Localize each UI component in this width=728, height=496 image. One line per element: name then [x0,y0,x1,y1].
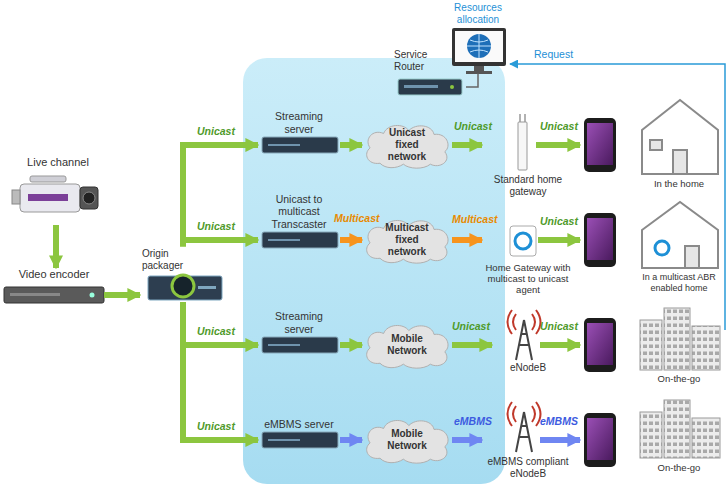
edge-label: Unicast [197,125,235,137]
stream-arrow [340,437,362,443]
link-line [466,74,478,87]
edge-label: Unicast [197,220,235,232]
stream-label: Unicast [540,320,578,332]
edge-label: Multicast [334,212,380,224]
node-label: Origin packager [142,248,192,272]
stream-label: Unicast [540,120,578,132]
node-label: Mobile Network [376,333,438,357]
phones [584,118,616,467]
mobile-user-box: On-the-go [634,398,724,475]
edge-label: Unicast [454,120,492,132]
node-label: Multicast fixed network [376,222,438,257]
cloud-shape [367,220,448,263]
stream-arrow [183,302,258,345]
home-box: In a multicast ABR enabled home [634,200,724,295]
stream-arrow [452,342,492,348]
gateway-box: Home Gateway with multicast to unicast a… [482,222,574,298]
server-box: Streaming server [258,310,340,354]
server-box: Unicast to multicast Transcaster [258,193,340,249]
request-line [510,64,725,330]
edge-label: Unicast [197,420,235,432]
stream-arrow [183,145,258,246]
stream-arrow [452,237,482,243]
edge-label: Unicast [197,325,235,337]
node-label: Unicast fixed network [376,127,438,162]
node-label: eNodeB [494,362,562,374]
network-cloud: Mobile Network [362,416,452,464]
edge-label: eMBMS [454,415,492,427]
stream-arrow [452,437,482,443]
node-label: Home Gateway with multicast to unicast a… [484,262,572,296]
stream-label: Unicast [540,215,578,227]
enodeb-tower [508,310,541,360]
request-label: Request [534,48,573,60]
node-label: eMBMS server [260,418,338,430]
stream-arrow [53,225,59,268]
packager-box: Origin packager [140,246,224,302]
stream-arrow [340,237,362,243]
node-label: eMBMS compliant eNodeB [484,456,572,480]
router-box: Service Router [392,49,466,97]
stream-arrow [340,342,362,348]
node-label: Streaming server [260,110,338,135]
edge-label: Unicast [452,320,490,332]
embms-tower [508,402,541,452]
node-label: On-the-go [636,462,722,473]
edge-label: Multicast [452,213,498,225]
cloud-shape [367,325,448,368]
packager-device [148,275,222,300]
encoder-device [4,287,104,303]
cloud-shape [367,125,448,168]
node-label: Streaming server [260,310,338,335]
node-label: Live channel [10,156,106,169]
agent-logo [655,241,669,255]
stream-arrow [183,240,258,246]
stream-arrow [104,292,140,298]
node-label: Mobile Network [376,428,438,452]
node-label: Standard home gateway [484,174,572,198]
stream-arrow [452,142,482,148]
node-label: Service Router [394,49,442,73]
server-rack-details [268,145,300,440]
stream-arrow [340,142,362,148]
home-gateway-icon [518,114,527,170]
network-cloud: Unicast fixed network [362,121,452,169]
server-box: Streaming server [258,110,340,154]
allocation-monitor-icon [452,28,506,74]
service-router-device [398,79,462,95]
node-label: Resources allocation [442,2,514,26]
network-cloud: Mobile Network [362,321,452,369]
mobile-user-box: On-the-go [634,305,724,386]
camera-icon [12,176,98,212]
core-region [243,58,505,484]
server-racks [262,137,338,448]
multicast-gateway-icon [510,226,536,256]
allocation-monitor: Resources allocation [440,2,516,74]
encoder-box: Video encoder [4,268,104,301]
node-label: Unicast to multicast Transcaster [260,193,338,230]
cloud-shape [367,420,448,463]
stream-arrow [183,302,258,440]
node-label: In the home [636,178,722,189]
enodeb-box: eMBMS compliant eNodeB [482,402,574,482]
server-box: eMBMS server [258,418,340,449]
node-label: Video encoder [6,268,102,281]
home-box: In the home [634,98,724,191]
source-camera: Live channel [8,156,108,225]
node-label: On-the-go [636,373,722,384]
node-label: In a multicast ABR enabled home [636,272,722,293]
stream-label: eMBMS [540,415,578,427]
